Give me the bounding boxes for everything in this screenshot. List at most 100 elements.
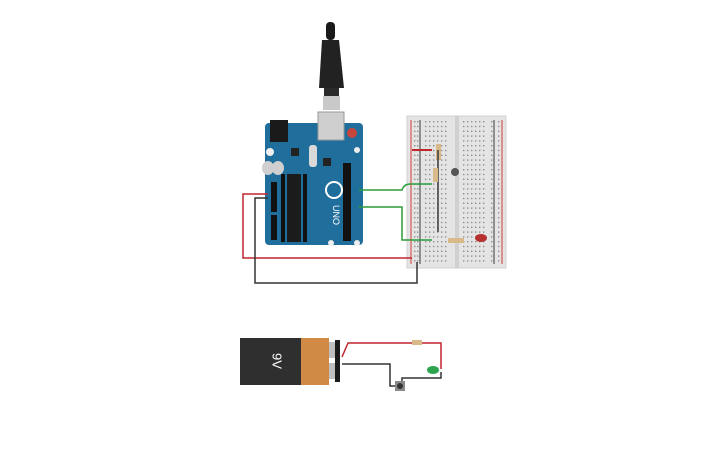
crystal [309,145,317,167]
breadboard-hole [425,217,427,219]
breadboard-hole [471,221,473,224]
breadboard-hole [417,125,419,128]
breadboard-hole [441,226,443,228]
red-wire-5v[interactable] [242,193,412,259]
breadboard-hole [441,140,443,142]
breadboard-hole [471,202,473,204]
breadboard-hole [441,236,443,238]
breadboard-hole [491,145,493,147]
breadboard-hole [437,260,439,262]
breadboard-hole [445,217,447,219]
breadboard-hole [475,231,477,233]
breadboard-hole [498,154,500,156]
breadboard-hole [475,125,477,128]
breadboard-hole [417,217,419,219]
breadboard-hole [417,226,419,228]
breadboard-hole [441,202,443,204]
breadboard-hole [445,241,447,243]
breadboard-hole [471,260,473,262]
breadboard-hole [463,149,465,152]
breadboard-hole [471,193,473,195]
breadboard-hole [414,178,416,180]
usb-cable[interactable] [319,22,344,110]
breadboard-hole [433,241,435,243]
breadboard-hole [414,221,416,224]
breadboard-hole [441,231,443,233]
breadboard-hole [479,154,481,156]
breadboard-hole [441,250,443,252]
mount-hole-4 [354,240,360,246]
breadboard-hole [491,221,493,224]
breadboard-hole [479,197,481,200]
usb-port [317,111,345,141]
breadboard-hole [479,183,481,185]
breadboard-hole [471,212,473,214]
breadboard-hole [467,183,469,185]
chip-socket-left [281,174,285,242]
digital-header [343,163,351,241]
battery-9v[interactable]: 9V [240,338,340,385]
breadboard-hole [445,145,447,147]
breadboard-hole [483,154,485,156]
breadboard-hole [467,250,469,252]
breadboard-hole [491,169,493,171]
battery-red-wire-2[interactable] [422,342,442,369]
breadboard-hole [471,217,473,219]
breadboard-hole [491,250,493,252]
reset-button[interactable] [347,128,357,138]
breadboard-hole [425,231,427,233]
breadboard-hole [467,202,469,204]
breadboard-hole [433,145,435,147]
breadboard-hole [414,197,416,200]
breadboard-hole [414,255,416,257]
breadboard-hole [417,188,419,190]
battery-black-wire-1[interactable] [401,372,442,384]
pushbutton-bb[interactable] [451,168,459,176]
breadboard-hole [475,245,477,248]
black-wire-gnd[interactable] [254,197,418,284]
breadboard-hole [475,202,477,204]
red-led[interactable] [475,234,487,242]
breadboard-hole [417,169,419,171]
breadboard-hole [467,226,469,228]
breadboard-hole [463,221,465,224]
breadboard-hole [441,207,443,209]
battery-red-wire[interactable] [341,342,412,358]
breadboard-hole [471,125,473,128]
power-jack [270,120,288,142]
arduino-uno-board[interactable]: UNO [262,111,363,246]
breadboard-hole [479,173,481,176]
breadboard-hole [445,207,447,209]
resistor-bb-3[interactable] [448,238,464,243]
breadboard-hole [425,140,427,142]
breadboard-hole [445,221,447,224]
breadboard-hole [417,236,419,238]
breadboard-hole [433,226,435,228]
battery-black-wire-2[interactable] [342,363,395,387]
breadboard-hole [414,202,416,204]
breadboard-hole [483,193,485,195]
green-wire-2[interactable] [359,206,432,241]
breadboard-hole [429,145,431,147]
breadboard-hole [441,164,443,166]
breadboard-hole [437,245,439,248]
breadboard[interactable] [406,115,507,269]
resistor-battery[interactable] [412,340,422,345]
breadboard-hole [483,197,485,200]
breadboard-hole [483,130,485,132]
green-wire-1[interactable] [359,183,432,191]
breadboard-hole [491,193,493,195]
breadboard-hole [475,250,477,252]
breadboard-hole [491,159,493,161]
breadboard-hole [463,159,465,161]
green-led[interactable] [427,366,439,374]
usb-cable-end [326,22,335,40]
breadboard-hole [417,250,419,252]
resistor-bb-2[interactable] [433,168,438,182]
breadboard-hole [437,140,439,142]
breadboard-hole [425,260,427,262]
breadboard-hole [425,245,427,248]
breadboard-hole [433,260,435,262]
breadboard-hole [479,193,481,195]
